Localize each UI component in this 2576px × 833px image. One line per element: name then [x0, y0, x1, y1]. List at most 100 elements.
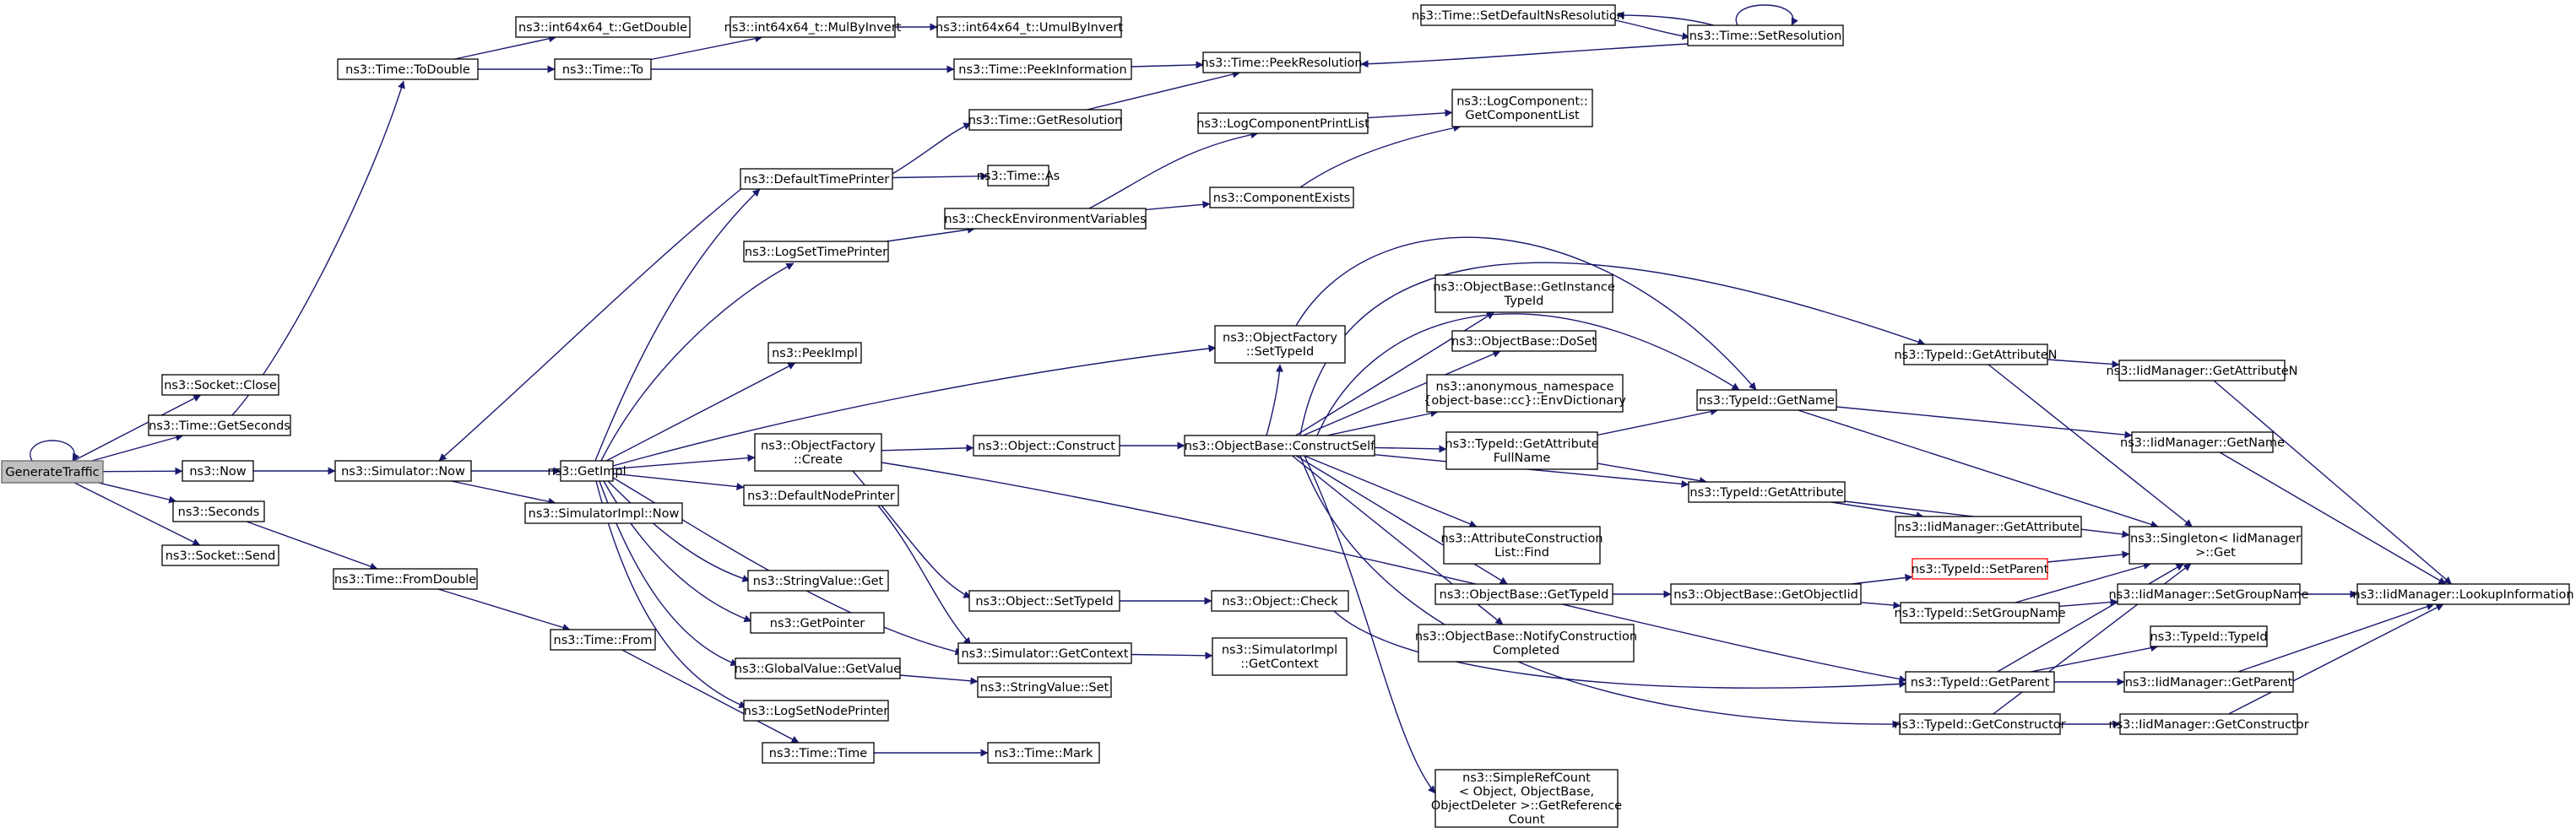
node-deftimeprinter[interactable]: ns3::DefaultTimePrinter	[740, 168, 893, 190]
node-tidsetparent[interactable]: ns3::TypeId::SetParent	[1912, 558, 2049, 580]
node-iidsetgroup[interactable]: ns3::IidManager::SetGroupName	[2108, 583, 2309, 605]
node-box	[560, 460, 614, 482]
node-iidgetname[interactable]: ns3::IidManager::GetName	[2120, 431, 2285, 453]
node-iidgetattr[interactable]: ns3::IidManager::GetAttribute	[1895, 516, 2082, 538]
node-compexists[interactable]: ns3::ComponentExists	[1209, 187, 1354, 208]
node-mulbyinv[interactable]: ns3::int64x64_t::MulByInvert	[724, 16, 902, 38]
node-label: ns3::IidManager::GetConstructor	[2108, 718, 2308, 732]
node-box	[2356, 583, 2570, 605]
node-label-line: ns3::LogComponent::	[1456, 95, 1588, 108]
node-tidgetparent[interactable]: ns3::TypeId::GetParent	[1905, 671, 2055, 693]
node-label: ns3::Socket::Send	[165, 549, 276, 563]
node-box	[743, 241, 889, 262]
node-iidgetattrn[interactable]: ns3::IidManager::GetAttributeN	[2106, 360, 2298, 381]
node-box	[1451, 330, 1597, 352]
node-logcompprintlist[interactable]: ns3::LogComponentPrintList	[1196, 112, 1369, 134]
node-objconstruct[interactable]: ns3::Object::Construct	[973, 435, 1120, 457]
node-label-line: ns3::ObjectBase::GetInstance	[1433, 280, 1615, 294]
node-globalvalget[interactable]: ns3::GlobalValue::GetValue	[735, 657, 901, 679]
node-checkenv[interactable]: ns3::CheckEnvironmentVariables	[944, 208, 1147, 230]
node-obgettypeid[interactable]: ns3::ObjectBase::GetTypeId	[1434, 583, 1613, 605]
node-getseconds[interactable]: ns3::Time::GetSeconds	[148, 414, 291, 436]
node-logsetnodeprinter[interactable]: ns3::LogSetNodePrinter	[743, 700, 889, 722]
node-label-line: < Object, ObjectBase,	[1459, 785, 1594, 798]
node-tidgetname[interactable]: ns3::TypeId::GetName	[1696, 389, 1837, 411]
node-defnodeprinter[interactable]: ns3::DefaultNodePrinter	[743, 484, 899, 506]
node-box	[740, 168, 893, 190]
node-simimplgetctx[interactable]: ns3::SimulatorImpl::GetContext	[1212, 637, 1348, 676]
node-getimpl[interactable]: ns3::GetImpl	[547, 460, 626, 482]
node-sockclose[interactable]: ns3::Socket::Close	[161, 374, 279, 396]
node-timefrom[interactable]: ns3::Time::From	[550, 629, 656, 651]
node-peekinfo[interactable]: ns3::Time::PeekInformation	[953, 58, 1132, 80]
edge-tidsetparent-to-singletonget	[2047, 550, 2130, 563]
node-setres[interactable]: ns3::Time::SetResolution	[1687, 24, 1844, 46]
node-box	[743, 700, 889, 722]
edge-tidgetname-to-iidgetname	[1836, 406, 2133, 439]
node-ofcreate[interactable]: ns3::ObjectFactory::Create	[754, 433, 882, 472]
node-box	[524, 502, 683, 524]
node-label-line: ns3::anonymous_namespace	[1435, 380, 1613, 393]
node-now[interactable]: ns3::Now	[182, 460, 254, 482]
edge-iidgetattrn-to-iidlookup	[2213, 380, 2452, 585]
node-simnow[interactable]: ns3::Simulator::Now	[334, 460, 472, 482]
node-obconstructself[interactable]: ns3::ObjectBase::ConstructSelf	[1184, 435, 1375, 457]
node-peekres[interactable]: ns3::Time::PeekResolution	[1201, 51, 1363, 73]
node-socksend[interactable]: ns3::Socket::Send	[161, 544, 279, 566]
node-label: ns3::TypeId::GetParent	[1911, 676, 2050, 690]
node-tidsetgroup[interactable]: ns3::TypeId::SetGroupName	[1894, 602, 2066, 624]
node-tidtypeid[interactable]: ns3::TypeId::TypeId	[2150, 625, 2268, 647]
node-simimplnow[interactable]: ns3::SimulatorImpl::Now	[524, 502, 683, 524]
node-stringvalset[interactable]: ns3::StringValue::Set	[977, 676, 1112, 698]
node-umulbyinv[interactable]: ns3::int64x64_t::UmulByInvert	[935, 16, 1123, 38]
edge-checkenv-to-compexists	[1145, 200, 1211, 211]
node-timeto[interactable]: ns3::Time::To	[554, 58, 652, 80]
node-timetime[interactable]: ns3::Time::Time	[762, 742, 875, 764]
edge-ofsettypeid-to-tidgetname	[1295, 236, 1757, 391]
node-iidlookup[interactable]: ns3::IidManager::LookupInformation	[2352, 583, 2574, 605]
node-objcheck[interactable]: ns3::Object::Check	[1211, 590, 1349, 612]
node-getres[interactable]: ns3::Time::GetResolution	[968, 109, 1123, 131]
node-singletonget[interactable]: ns3::Singleton< IidManager>::Get	[2129, 526, 2302, 565]
node-box	[1895, 516, 2082, 538]
node-todouble[interactable]: ns3::Time::ToDouble	[337, 58, 479, 80]
node-envdict[interactable]: ns3::anonymous_namespace{object-base::cc…	[1424, 374, 1626, 413]
node-label: ns3::Seconds	[178, 506, 260, 519]
node-tidgetctor[interactable]: ns3::TypeId::GetConstructor	[1894, 713, 2066, 735]
node-logsettimeprinter[interactable]: ns3::LogSetTimePrinter	[743, 241, 889, 262]
node-box	[973, 435, 1120, 457]
node-obdoset[interactable]: ns3::ObjectBase::DoSet	[1451, 330, 1597, 352]
node-getpointer[interactable]: ns3::GetPointer	[750, 612, 885, 634]
node-iidgetparent[interactable]: ns3::IidManager::GetParent	[2123, 671, 2294, 693]
node-tidgetattr[interactable]: ns3::TypeId::GetAttribute	[1688, 481, 1846, 503]
node-refcount[interactable]: ns3::SimpleRefCount< Object, ObjectBase,…	[1431, 769, 1622, 828]
edge-getimpl-to-stringvalget	[607, 480, 751, 582]
node-iidgetctor[interactable]: ns3::IidManager::GetConstructor	[2108, 713, 2309, 735]
node-tidgetattrn[interactable]: ns3::TypeId::GetAttributeN	[1894, 343, 2058, 365]
edge-iidgetname-to-iidlookup	[2219, 452, 2447, 585]
node-stringvalget[interactable]: ns3::StringValue::Get	[747, 570, 889, 592]
node-ofsettypeid[interactable]: ns3::ObjectFactory::SetTypeId	[1214, 325, 1346, 364]
node-timefromdouble[interactable]: ns3::Time::FromDouble	[333, 568, 478, 590]
node-gen[interactable]: GenerateTraffic	[1, 460, 104, 484]
node-obnotify[interactable]: ns3::ObjectBase::NotifyConstructionCompl…	[1415, 624, 1637, 663]
node-obgetobjiid[interactable]: ns3::ObjectBase::GetObjectIid	[1670, 583, 1862, 605]
node-getdouble[interactable]: ns3::int64x64_t::GetDouble	[515, 16, 691, 38]
node-simgetctx[interactable]: ns3::Simulator::GetContext	[957, 642, 1132, 664]
node-label: ns3::Time::SetDefaultNsResolution	[1412, 9, 1624, 23]
node-timeas[interactable]: ns3::Time::As	[977, 165, 1060, 187]
node-objsettypeid[interactable]: ns3::Object::SetTypeId	[968, 590, 1120, 612]
node-setdefns[interactable]: ns3::Time::SetDefaultNsResolution	[1412, 4, 1624, 26]
node-label: ns3::Time::GetSeconds	[149, 419, 290, 433]
edge-obconstructself-to-tidgetname	[1316, 313, 1740, 436]
edge-getimpl-to-logsettimeprinter	[600, 262, 794, 462]
node-logcompgetlist[interactable]: ns3::LogComponent::GetComponentList	[1451, 89, 1593, 127]
node-timemark[interactable]: ns3::Time::Mark	[987, 742, 1100, 764]
node-label-line: ::SetTypeId	[1246, 345, 1314, 359]
node-peekimpl[interactable]: ns3::PeekImpl	[767, 342, 862, 364]
node-seconds[interactable]: ns3::Seconds	[172, 500, 265, 522]
node-box	[735, 657, 901, 679]
